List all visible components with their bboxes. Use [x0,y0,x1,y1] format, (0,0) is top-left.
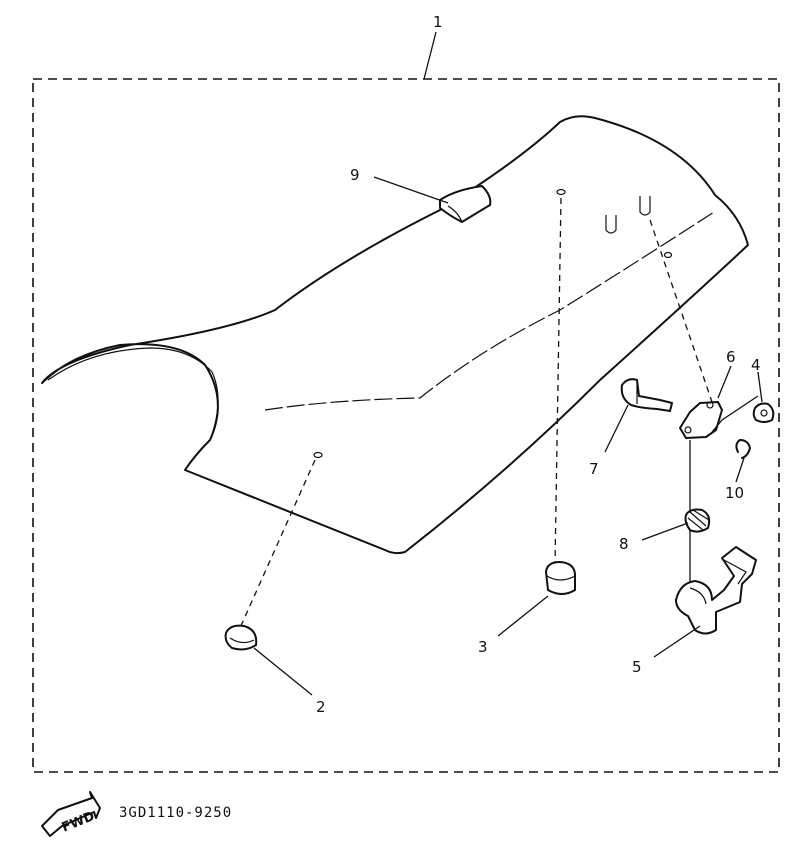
part-9-strap [439,185,492,223]
callout-8: 8 [619,535,629,553]
callout-4-ref-leader [711,395,759,433]
part-2-cap [224,624,258,651]
callout-4-leader [757,371,763,403]
callout-3-leader [497,595,549,637]
callout-9-leader [373,176,449,204]
callout-5-leader [653,625,701,658]
seat-cover [41,115,749,555]
callout-7: 7 [589,460,599,478]
callout-2-leader [253,647,313,696]
callout-1: 1 [433,13,443,31]
part-6-bracket [679,401,723,439]
fwd-arrow-icon: FWD [41,791,101,837]
callout-6-leader [717,365,732,399]
callout-2: 2 [316,698,326,716]
callout-1-leader [423,31,437,80]
callout-10-leader [735,457,745,483]
part-10-clip [735,439,751,459]
seat-mount-holes [313,188,673,459]
callout-10: 10 [725,484,744,502]
part-7-bolt [620,378,673,412]
part-4-grommet [752,402,775,423]
part-3-damper [545,561,576,595]
callout-6: 6 [726,348,736,366]
callout-5: 5 [632,658,642,676]
part-8-spring [684,508,711,533]
dash-line-part2 [239,459,316,629]
part-5-lock-lever [675,546,757,635]
callout-3: 3 [478,638,488,656]
callout-4: 4 [751,356,761,374]
part-code: 3GD1110-9250 [119,805,232,821]
callout-9: 9 [350,166,360,184]
callout-7-leader [604,404,629,453]
callout-8-leader [641,522,689,541]
